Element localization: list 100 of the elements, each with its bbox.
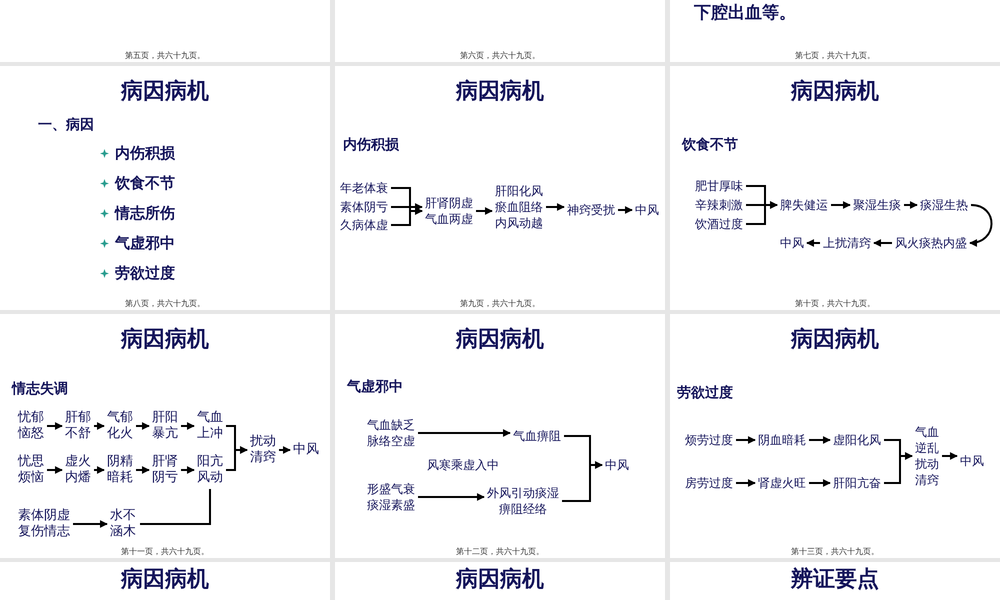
slide-title: 病因病机 bbox=[790, 328, 880, 352]
arrow bbox=[546, 203, 565, 211]
flow-text: 中风 bbox=[960, 453, 984, 469]
section-heading: 气虚邪中 bbox=[347, 378, 403, 396]
section-heading: 情志失调 bbox=[12, 380, 68, 398]
flow-text: 素体阴虚复伤情志 bbox=[18, 508, 70, 540]
slide-title: 病因病机 bbox=[120, 80, 210, 104]
section-heading: 劳欲过度 bbox=[677, 384, 733, 402]
arrow bbox=[391, 203, 423, 211]
flow-text: 气血上冲 bbox=[197, 410, 223, 442]
arrow bbox=[746, 201, 778, 225]
arrow bbox=[94, 466, 105, 474]
annotation-text: 风寒乘虚入中 bbox=[427, 457, 499, 474]
flow-text: 忧思烦恼 bbox=[18, 454, 44, 486]
slide-title: 病因病机 bbox=[120, 328, 210, 352]
section-heading: 内伤积损 bbox=[343, 136, 399, 154]
page-footer: 第五页，共六十九页。 bbox=[0, 51, 330, 61]
arrow bbox=[806, 239, 820, 247]
bullet-item: 内伤积损 bbox=[115, 144, 175, 163]
arrow bbox=[969, 204, 992, 246]
arrow bbox=[736, 479, 756, 487]
arrow bbox=[226, 446, 248, 471]
flow-text: 素体阴亏 bbox=[340, 199, 388, 215]
flow-text: 气血缺乏脉络空虚 bbox=[367, 417, 415, 449]
flow-text: 阴精暗耗 bbox=[107, 454, 133, 486]
flow-text: 烦劳过度 bbox=[685, 432, 733, 448]
section-heading: 一、病因 bbox=[38, 116, 94, 134]
flow-text: 中风 bbox=[293, 442, 319, 458]
arrow bbox=[904, 201, 918, 209]
flow-text: 上扰清窍 bbox=[823, 235, 871, 251]
arrow bbox=[618, 206, 633, 214]
body-text: 下腔出血等。 bbox=[694, 2, 796, 24]
page-footer: 第八页，共六十九页。 bbox=[0, 299, 330, 309]
flow-text: 肾虚火旺 bbox=[758, 475, 806, 491]
page-footer: 第十三页，共六十九页。 bbox=[670, 547, 1000, 557]
flow-text: 风火痰热内盛 bbox=[895, 235, 967, 251]
arrow bbox=[94, 422, 105, 430]
flow-text: 肥甘厚味 bbox=[695, 178, 743, 194]
flow-text: 房劳过度 bbox=[685, 475, 733, 491]
flow-text: 扰动清窍 bbox=[250, 434, 276, 466]
flow-text: 中风 bbox=[780, 235, 804, 251]
flow-text: 肝肾阴虚 气血两虚 bbox=[425, 195, 473, 227]
page-footer: 第十一页，共六十九页。 bbox=[0, 547, 330, 557]
flow-text: 久病体虚 bbox=[340, 217, 388, 233]
bullet-item: 劳欲过度 bbox=[115, 264, 175, 283]
slide-title: 病因病机 bbox=[454, 568, 545, 592]
arrow bbox=[476, 207, 493, 215]
slide-panel bbox=[670, 66, 1000, 310]
flow-text: 神窍受扰 bbox=[567, 202, 615, 218]
arrow bbox=[136, 466, 150, 474]
flow-text: 外风引动痰湿痹阻经络 bbox=[487, 485, 559, 517]
page-footer: 第十二页，共六十九页。 bbox=[335, 547, 665, 557]
flow-text: 痰湿生热 bbox=[920, 197, 968, 213]
flow-text: 虚阳化风 bbox=[833, 432, 881, 448]
flow-text: 形盛气衰痰湿素盛 bbox=[367, 481, 415, 513]
arrow bbox=[942, 452, 958, 460]
arrow bbox=[73, 520, 108, 528]
flow-text: 阴血暗耗 bbox=[758, 432, 806, 448]
arrow bbox=[562, 461, 603, 502]
flow-text: 水不涵木 bbox=[110, 508, 136, 540]
arrow bbox=[809, 479, 831, 487]
slide-panel bbox=[670, 314, 1000, 558]
flow-text: 肝郁不舒 bbox=[65, 410, 91, 442]
slide-title: 病因病机 bbox=[454, 80, 545, 104]
arrow bbox=[884, 452, 913, 484]
slide-title: 病因病机 bbox=[454, 328, 545, 352]
flow-text: 饮酒过度 bbox=[695, 216, 743, 232]
page-footer: 第九页，共六十九页。 bbox=[335, 299, 665, 309]
arrow bbox=[391, 207, 423, 226]
flow-text: 聚湿生痰 bbox=[853, 197, 901, 213]
page-footer: 第六页，共六十九页。 bbox=[335, 51, 665, 61]
slide-panel bbox=[0, 314, 330, 558]
flow-text: 中风 bbox=[635, 202, 659, 218]
flow-text: 气血逆乱扰动清窍 bbox=[915, 424, 939, 488]
arrow bbox=[181, 466, 195, 474]
flow-text: 辛辣刺激 bbox=[695, 197, 743, 213]
arrow bbox=[736, 436, 756, 444]
arrow bbox=[809, 436, 831, 444]
arrow bbox=[136, 422, 150, 430]
flow-text: 虚火内燔 bbox=[65, 454, 91, 486]
flow-text: 脾失健运 bbox=[780, 197, 828, 213]
flow-text: 年老体衰 bbox=[340, 180, 388, 196]
arrow bbox=[47, 422, 63, 430]
arrow bbox=[831, 201, 851, 209]
flow-text: 中风 bbox=[605, 457, 629, 473]
flow-text: 肝阳暴亢 bbox=[152, 410, 178, 442]
slide-panel bbox=[335, 66, 665, 310]
flow-text: 阳亢风动 bbox=[197, 454, 223, 486]
page-footer: 第十页，共六十九页。 bbox=[670, 299, 1000, 309]
bullet-item: 饮食不节 bbox=[115, 174, 175, 193]
flow-text: 肝肾阴亏 bbox=[152, 454, 178, 486]
arrow bbox=[418, 493, 485, 501]
section-heading: 饮食不节 bbox=[682, 136, 738, 154]
slide-title: 病因病机 bbox=[790, 80, 880, 104]
slide-title: 病因病机 bbox=[120, 568, 210, 592]
connector-line bbox=[140, 489, 211, 525]
bullet-item: 情志所伤 bbox=[115, 204, 175, 223]
bullet-item: 气虚邪中 bbox=[115, 234, 175, 253]
slide-panel bbox=[0, 66, 330, 310]
arrow bbox=[873, 239, 892, 247]
